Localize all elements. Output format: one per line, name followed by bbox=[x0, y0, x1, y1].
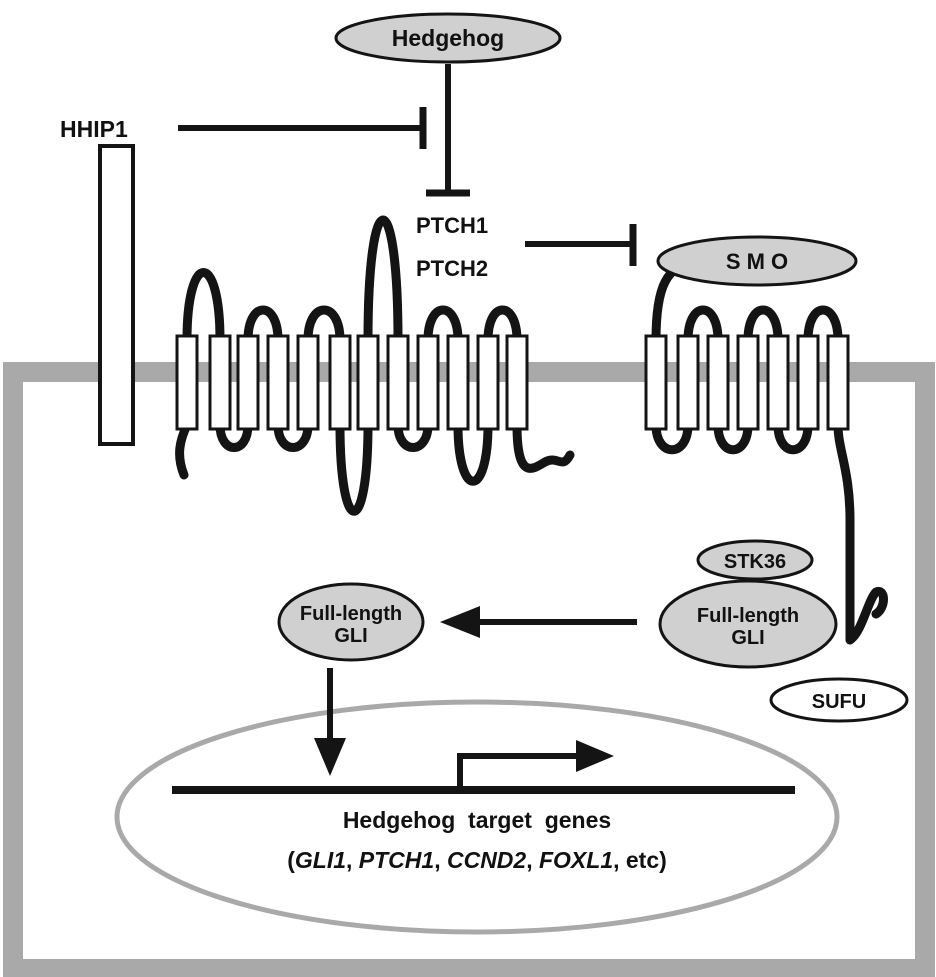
hhip1-label: HHIP1 bbox=[60, 116, 128, 142]
gene-gli1: GLI1 bbox=[295, 847, 346, 873]
smo-label: S M O bbox=[726, 249, 788, 274]
hedgehog-label: Hedgehog bbox=[392, 25, 504, 51]
gene-foxl1: FOXL1 bbox=[539, 847, 613, 873]
gli-free-label-line2: GLI bbox=[334, 625, 367, 647]
stk36-label: STK36 bbox=[724, 551, 786, 573]
ptch1-label: PTCH1 bbox=[416, 213, 488, 238]
gli-release-arrowhead bbox=[440, 606, 480, 638]
genes-etc: etc) bbox=[626, 847, 667, 873]
sufu-label: SUFU bbox=[812, 691, 866, 713]
gli-free-label-line1: Full-length bbox=[300, 603, 402, 625]
hhip1-receptor bbox=[100, 146, 133, 444]
target-genes-title: Hedgehog target genes bbox=[343, 807, 611, 833]
ptch2-label: PTCH2 bbox=[416, 256, 488, 281]
gli-complex-label-line2: GLI bbox=[731, 627, 764, 649]
target-genes-list: (GLI1, PTCH1, CCND2, FOXL1, etc) bbox=[287, 847, 667, 873]
gene-ccnd2: CCND2 bbox=[447, 847, 526, 873]
gene-ptch1: PTCH1 bbox=[359, 847, 434, 873]
gli-complex-label-line1: Full-length bbox=[697, 605, 799, 627]
